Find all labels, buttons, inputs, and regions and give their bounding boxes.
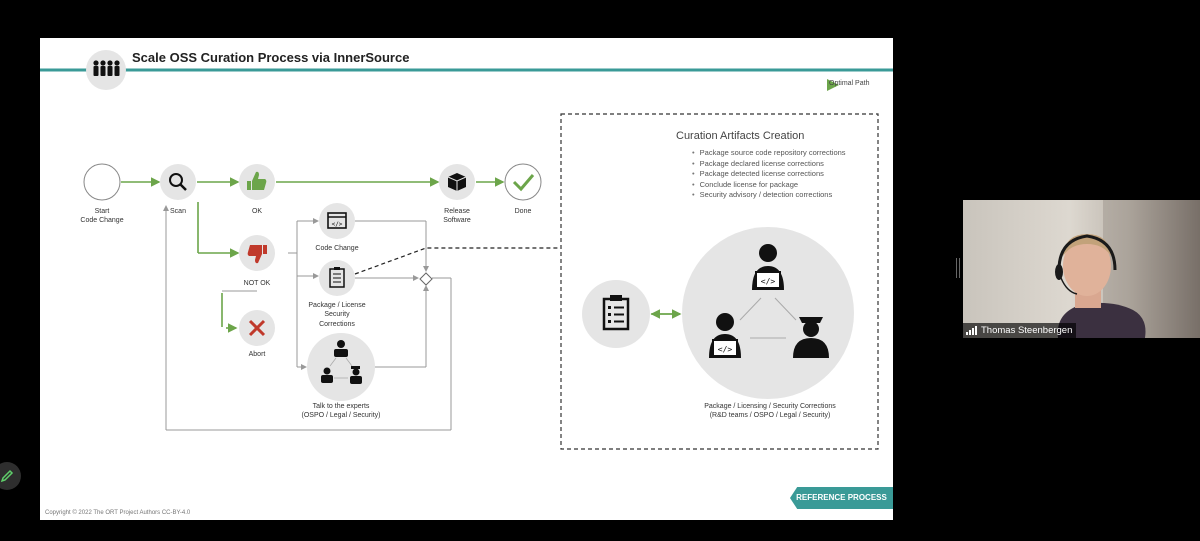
list-item: Package detected license corrections	[692, 169, 846, 180]
list-item: Conclude license for package	[692, 180, 846, 191]
participant-video	[1055, 200, 1200, 338]
code-change-node	[319, 203, 355, 239]
abort-label: Abort	[248, 351, 266, 358]
experts-label: Talk to the experts(OSPO / Legal / Secur…	[301, 403, 381, 420]
svg-text:</>: </>	[761, 277, 776, 286]
signal-icon	[966, 326, 977, 335]
not-ok-label: NOT OK	[243, 280, 271, 287]
teams-caption: Package / Licensing / Security Correctio…	[704, 403, 836, 420]
clipboard-icon	[329, 267, 345, 288]
thumbs-down-icon	[247, 245, 267, 264]
list-item: Security advisory / detection correction…	[692, 190, 846, 201]
done-label: Done	[514, 208, 532, 215]
process-diagram: </>	[40, 50, 893, 450]
copyright: Copyright © 2022 The ORT Project Authors…	[45, 510, 191, 516]
legend-label: Optimal Path	[829, 80, 870, 87]
police-icon	[350, 366, 362, 384]
search-icon	[169, 173, 187, 191]
developer-icon: </>	[709, 313, 741, 358]
clipboard-icon	[602, 295, 630, 331]
merge-diamond	[419, 272, 433, 286]
police-icon	[793, 317, 829, 358]
participant-name-bar: Thomas Steenbergen	[963, 323, 1077, 338]
artifacts-list: Package source code repository correctio…	[682, 148, 846, 201]
thumbs-up-icon	[247, 171, 267, 190]
scan-label: Scan	[170, 208, 186, 215]
presentation-slide: </>	[40, 38, 893, 520]
done-node	[504, 163, 542, 201]
reference-process-badge: REFERENCE PROCESS	[790, 487, 893, 509]
participant-video-tile[interactable]: Thomas Steenbergen	[963, 200, 1200, 338]
x-icon	[248, 319, 266, 337]
slide-title: Scale OSS Curation Process via InnerSour…	[132, 50, 410, 65]
annotate-button[interactable]	[0, 462, 21, 490]
participant-name: Thomas Steenbergen	[981, 325, 1073, 336]
artifacts-box	[560, 113, 879, 450]
svg-text:</>: </>	[718, 345, 733, 354]
list-item: Package source code repository correctio…	[692, 148, 846, 159]
check-icon	[512, 174, 535, 192]
code-window-icon: </>	[327, 212, 347, 229]
list-item: Package declared license corrections	[692, 159, 846, 170]
code-change-label: Code Change	[315, 245, 359, 252]
artifacts-title: Curation Artifacts Creation	[676, 130, 805, 142]
package-icon	[447, 173, 467, 191]
header-circle	[86, 50, 126, 90]
svg-text:</>: </>	[332, 221, 343, 228]
ok-label: OK	[251, 208, 263, 215]
dashed-connector	[354, 247, 560, 275]
people-icon	[93, 60, 120, 76]
developer-icon	[321, 340, 348, 383]
start-node	[83, 163, 121, 201]
developer-icon: </>	[752, 244, 784, 290]
pencil-icon	[0, 469, 14, 483]
panel-resize-handle[interactable]	[956, 258, 960, 278]
scan-node	[160, 164, 196, 200]
